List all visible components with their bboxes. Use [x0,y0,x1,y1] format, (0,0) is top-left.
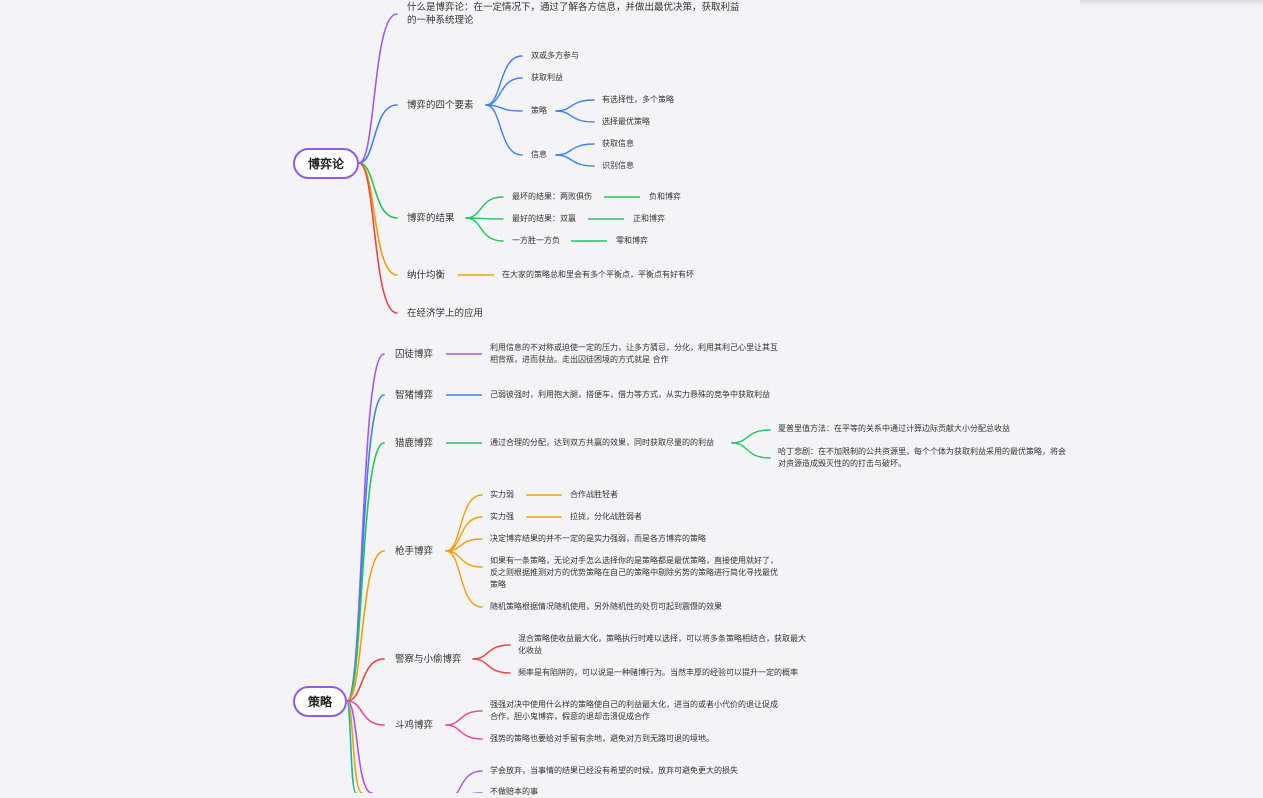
node-strategy[interactable]: 策略 [531,106,547,115]
connector-26 [346,700,373,793]
node-police[interactable]: 警察与小偷博弈 [395,654,462,665]
node-police-freq[interactable]: 频率是有陷阱的，可以说是一种赌博行为。当然丰厚的经验可以提升一定的概率 [518,668,798,677]
connector-21 [346,394,385,702]
node-chicken[interactable]: 斗鸡博弈 [395,720,434,731]
node-gunman-strong[interactable]: 实力强 [490,512,514,521]
connector-43 [445,710,483,726]
connector-8 [485,104,523,156]
node-outcomes[interactable]: 博弈的结果 [407,213,455,224]
connector-44 [445,724,483,740]
node-next-a[interactable]: 学会放弃，当事情的结果已经没有希望的时候，放弃可避免更大的损失 [490,766,738,775]
node-best[interactable]: 最好的结果：双赢 [512,214,576,223]
node-shapley[interactable]: 夏普里值方法：在平等的关系中通过计算边际贡献大小分配总收益 [778,424,1010,433]
node-info[interactable]: 信息 [531,150,547,159]
node-gain[interactable]: 获取利益 [531,73,563,82]
node-info-b[interactable]: 识别信息 [602,161,634,170]
connector-45 [456,770,483,793]
node-gunman-random[interactable]: 随机策略根据情况随机使用，另外随机性的处罚可起到震慑的效果 [490,602,722,611]
node-definition[interactable]: 什么是博弈论：在一定情况下，通过了解各方信息，并做出最优决策，获取利益的一种系统… [407,2,740,26]
connector-22 [346,442,385,702]
node-gunman-dominant[interactable]: 如果有一条策略，无论对手怎么选择你的是策略都是最优策略，直接使用就好了，反之则根… [490,556,778,589]
node-participants[interactable]: 双或多方参与 [531,51,579,60]
connector-24 [346,658,385,702]
connector-23 [346,550,385,702]
connector-4 [358,162,398,314]
connector-2 [358,162,398,219]
connector-11 [555,143,595,156]
connector-27 [346,700,363,793]
node-nash-desc[interactable]: 在大家的策略总和里会有多个平衡点，平衡点有好有坏 [502,270,694,279]
node-pig-desc[interactable]: 己弱彼强时，利用抱大腿，搭便车，借力等方式，从实力悬殊的竞争中获取利益 [490,390,770,399]
connector-38 [445,550,483,608]
node-chicken-a[interactable]: 强强对决中使用什么样的策略使自己的利益最大化，进当的或者小代价的退让促成合作，胆… [490,700,778,721]
node-stag-desc[interactable]: 通过合理的分配，达到双方共赢的效果，同时获取尽量的的利益 [490,438,714,447]
connector-12 [555,154,595,167]
connector-5 [485,55,523,106]
connector-42 [472,658,511,674]
node-strategy-b[interactable]: 选择最优策略 [602,117,650,126]
root-node-game-theory[interactable]: 博弈论 [293,148,359,179]
node-gunman-weak-result[interactable]: 合作战胜轻者 [570,490,618,499]
connector-41 [472,644,511,660]
node-strategy-a[interactable]: 有选择性，多个策略 [602,95,674,104]
node-stag[interactable]: 猎鹿博弈 [395,438,434,449]
node-worst-result[interactable]: 负和博弈 [649,192,681,201]
node-prisoner[interactable]: 囚徒博弈 [395,349,434,360]
node-gunman-decide[interactable]: 决定博弈结果的并不一定的是实力强弱，而是各方博弈的策略 [490,534,706,543]
connector-13 [465,196,504,219]
connector-0 [358,13,398,164]
node-police-mixed[interactable]: 混合策略使收益最大化，策略执行时难以选择，可以将多条策略相结合，获取最大化收益 [518,634,806,655]
node-chicken-b[interactable]: 强势的策略也要给对手留有余地，避免对方到无路可退的境地。 [490,734,714,743]
node-four-elements[interactable]: 博弈的四个要素 [407,100,474,111]
node-info-a[interactable]: 获取信息 [602,139,634,148]
node-zero[interactable]: 一方胜一方负 [512,236,560,245]
connector-6 [485,77,523,106]
node-gunman[interactable]: 枪手博弈 [395,546,434,557]
node-nash[interactable]: 纳什均衡 [407,270,446,281]
node-best-result[interactable]: 正和博弈 [633,214,665,223]
root-node-strategy[interactable]: 策略 [293,686,347,717]
node-gunman-weak[interactable]: 实力弱 [490,490,514,499]
connector-9 [555,99,595,112]
node-pig[interactable]: 智猪博弈 [395,390,434,401]
connector-33 [731,442,771,459]
node-prisoner-desc[interactable]: 利用信息的不对称或迫使一定的压力，让多方猜忌，分化，利用其利己心里让其互相背叛，… [490,343,778,364]
node-gunman-strong-result[interactable]: 拉拢，分化战胜弱者 [570,512,642,521]
connector-1 [358,104,398,164]
connector-32 [731,429,771,444]
connector-10 [555,110,595,123]
node-worst[interactable]: 最坏的结果：两败俱伤 [512,192,592,201]
node-hardin[interactable]: 哈丁悲剧：在不加限制的公共资源里，每个个体为获取利益采用的最优策略，将会对资源造… [778,447,1066,468]
connector-28 [346,700,357,793]
node-econ[interactable]: 在经济学上的应用 [407,308,484,319]
node-next-b[interactable]: 不做赔本的事 [490,787,538,796]
connector-25 [346,700,385,726]
connector-15 [465,217,504,242]
node-zero-result[interactable]: 零和博弈 [616,236,648,245]
connector-35 [445,516,483,552]
window-shadow [1080,0,1263,6]
